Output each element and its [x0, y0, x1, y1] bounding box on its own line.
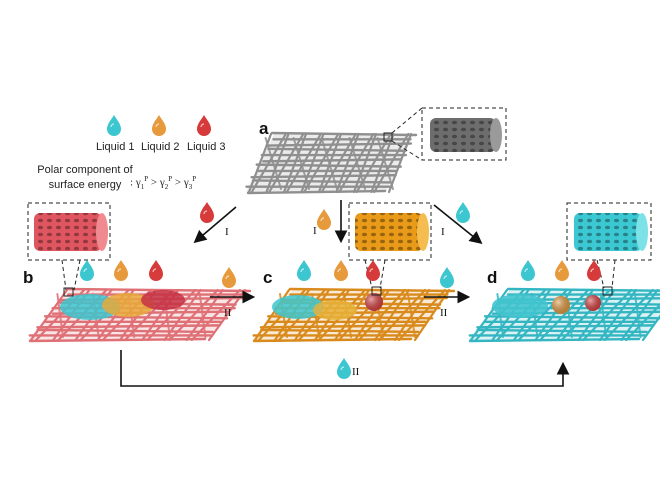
panel-label-a: a	[259, 119, 269, 138]
droplet-mesh-b-liquid-1	[80, 260, 94, 281]
formula-gamma-3: γ	[183, 176, 189, 189]
droplet-mesh-d-liquid-2	[555, 260, 569, 281]
formula-sub-1: 1	[140, 182, 145, 191]
droplet-mesh-c-liquid-2	[334, 260, 348, 281]
formula-sub-3: 3	[188, 182, 193, 191]
droplet-mesh-b-liquid-3	[149, 260, 163, 281]
inset-a	[383, 107, 507, 161]
step-label-b-to-d: II	[352, 366, 360, 378]
liquid-1-droplet-icon	[107, 115, 121, 136]
mesh-c-liquid-spreads	[272, 293, 383, 320]
inset-d	[566, 202, 652, 296]
inset-b	[27, 202, 111, 297]
droplet-step-a-to-b	[200, 202, 214, 223]
liquid-2-droplet-icon	[152, 115, 166, 136]
formula-sup-3: P	[192, 175, 197, 183]
formula-gamma-1: γ	[135, 176, 141, 189]
legend-droplets	[107, 115, 211, 136]
formula-sup-2: P	[168, 175, 173, 183]
legend-label-liquid-2: Liquid 2	[141, 141, 180, 153]
liquid-3-droplet-icon	[197, 115, 211, 136]
arrow-b-to-d	[120, 350, 570, 387]
legend-label-liquid-1: Liquid 1	[96, 141, 135, 153]
mesh-a	[245, 131, 418, 195]
step-label-b-to-c: II	[224, 307, 232, 319]
polar-label-line-2: surface energy	[48, 179, 122, 191]
droplet-mesh-b-liquid-2	[114, 260, 128, 281]
arrow-a-to-b	[193, 206, 237, 244]
step-label-a-to-b: I	[225, 226, 229, 238]
droplet-mesh-d-liquid-3	[587, 260, 601, 281]
arrow-a-to-d	[433, 204, 483, 245]
formula-gt-2: >	[172, 176, 184, 189]
surface-energy-formula: : γ1P > γ2P > γ3P	[130, 175, 196, 191]
panel-label-c: c	[263, 268, 273, 287]
mesh-d-liquid-spreads	[492, 294, 601, 318]
formula-sub-2: 2	[164, 182, 169, 191]
formula-gamma-2: γ	[159, 176, 165, 189]
polar-label-line-1: Polar component of	[37, 164, 133, 176]
droplet-step-a-to-d	[456, 202, 470, 223]
polar-component-label: Polar component of surface energy	[16, 163, 154, 193]
arrows	[120, 200, 570, 387]
droplet-mesh-c-liquid-1	[297, 260, 311, 281]
step-label-a-to-d: I	[441, 226, 445, 238]
legend-label-liquid-3: Liquid 3	[187, 141, 226, 153]
step-label-a-to-c: I	[313, 225, 317, 237]
inset-c	[348, 202, 432, 296]
panel-label-b: b	[23, 268, 34, 287]
panel-label-d: d	[487, 268, 498, 287]
droplet-step-b-to-c	[222, 267, 236, 288]
step-label-c-to-d: II	[440, 307, 448, 319]
formula-sup-1: P	[144, 175, 149, 183]
droplet-step-b-to-d	[337, 358, 351, 379]
droplet-mesh-c-liquid-3	[366, 260, 380, 281]
droplet-step-c-to-d	[440, 267, 454, 288]
process-droplets	[80, 202, 601, 379]
formula-gt-1: >	[148, 176, 160, 189]
droplet-step-a-to-c	[317, 209, 331, 230]
mesh-b-liquid-spreads	[60, 290, 185, 320]
formula-prefix: :	[130, 176, 136, 189]
droplet-mesh-d-liquid-1	[521, 260, 535, 281]
